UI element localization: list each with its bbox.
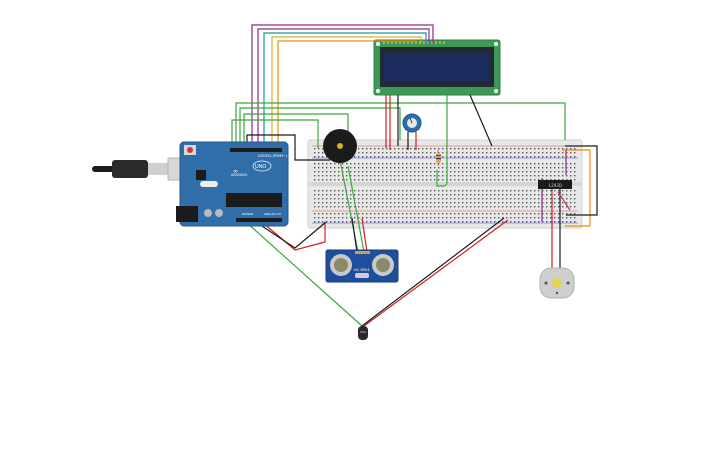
wires <box>231 24 598 327</box>
lcd-pin-header <box>383 41 445 44</box>
breadboard <box>307 139 583 229</box>
wire-black-probe <box>361 217 505 327</box>
arduino-power-label: POWER <box>242 212 253 216</box>
wire-purple <box>251 24 434 145</box>
resistor <box>436 150 441 166</box>
wire-black-gnd <box>246 134 330 161</box>
wire-green-lcd-bus <box>235 102 566 145</box>
wire-red-us <box>261 221 326 251</box>
lcd-display <box>373 39 501 96</box>
dc-motor <box>539 267 575 299</box>
wire-red-probe <box>363 219 509 327</box>
wire-green-us-2 <box>347 165 365 253</box>
wire-red-us-2 <box>361 217 368 253</box>
arduino-uno-board: DIGITAL (PWM~) ∞ ARDUINO UNO POWER ANALO… <box>176 141 289 227</box>
wire-black-us <box>255 221 327 249</box>
wire-green-probe <box>245 221 363 327</box>
ultrasonic-label: HC-SR04 <box>354 268 370 272</box>
potentiometer <box>402 113 422 133</box>
motor-driver-ic: L293D <box>538 180 572 189</box>
wire-black-lcd <box>469 94 493 147</box>
wire-green-lcd-down <box>436 95 448 187</box>
wire-teal <box>263 32 427 145</box>
wire-green-2 <box>239 107 401 145</box>
arduino-logo: ∞ <box>233 168 238 175</box>
wire-yellow <box>271 36 422 145</box>
wire-orange-motor <box>562 149 591 227</box>
arduino-analog-label: ANALOG IN <box>264 212 281 216</box>
breadboard-holes <box>314 148 576 223</box>
motor-driver-label: L293D <box>549 183 562 188</box>
piezo-buzzer <box>323 129 357 163</box>
wire-black-us-2 <box>351 217 358 253</box>
wire-black-motor <box>565 145 598 216</box>
temperature-sensor <box>358 326 368 340</box>
ultrasonic-sensor: HC-SR04 <box>325 249 399 283</box>
arduino-digital-label: DIGITAL (PWM~) <box>258 154 288 158</box>
wire-purple-2 <box>257 28 430 145</box>
wire-orange <box>277 40 417 145</box>
wire-green-3 <box>243 113 349 145</box>
wire-pink-driver <box>557 191 571 211</box>
arduino-brand: ARDUINO <box>231 173 248 177</box>
uno-badge <box>252 160 272 172</box>
arduino-model: UNO <box>255 164 266 170</box>
wire-green-buzzer <box>231 119 319 148</box>
